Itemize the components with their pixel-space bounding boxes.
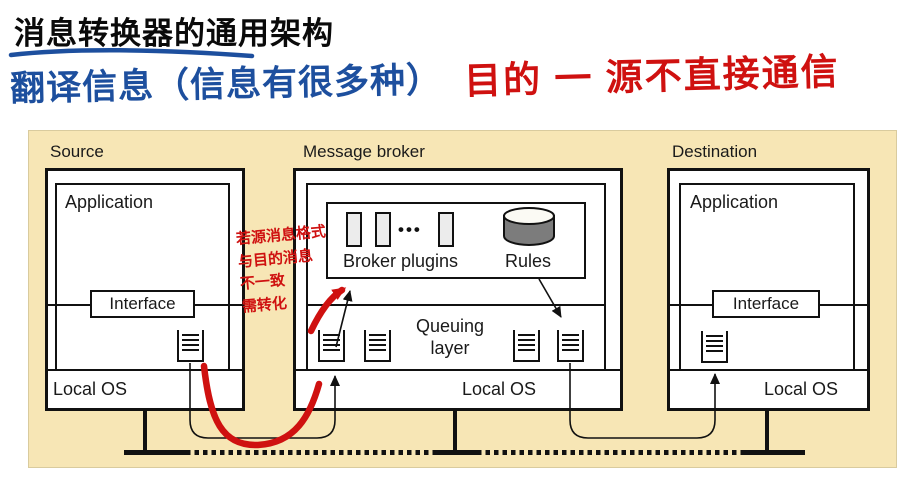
- handwritten-blue-note: 翻译信息（信息有很多种）: [9, 60, 443, 109]
- broker-os-line: [296, 369, 621, 371]
- queue-icon: [557, 330, 584, 362]
- queue-icon: [364, 330, 391, 362]
- plugin-slot-icon: [346, 212, 362, 247]
- destination-label: Destination: [672, 142, 758, 161]
- ellipsis-icon: •••: [398, 220, 422, 239]
- queuing-label-line1: Queuing: [415, 316, 485, 336]
- queuing-label-line2: layer: [430, 337, 470, 358]
- plugin-slot-icon: [438, 212, 454, 247]
- source-os-label: Local OS: [53, 379, 128, 399]
- destination-network-link: [765, 408, 769, 455]
- broker-queuing-label: Queuing layer: [393, 316, 507, 359]
- broker-plugins-label: Broker plugins: [343, 251, 459, 271]
- broker-network-link: [453, 408, 457, 455]
- destination-application-label: Application: [690, 192, 779, 212]
- source-application-label: Application: [65, 192, 154, 212]
- network-line: [745, 450, 805, 455]
- source-network-link: [143, 408, 147, 455]
- destination-os-line: [670, 369, 867, 371]
- network-line-dotted: [477, 450, 745, 455]
- broker-rules-label: Rules: [505, 251, 552, 271]
- database-cylinder-icon: [503, 207, 555, 246]
- handwritten-red-note: 目的 一 源不直接通信: [463, 51, 841, 102]
- destination-interface-box: Interface: [712, 290, 820, 318]
- page-title: 消息转换器的通用架构: [14, 16, 334, 52]
- handwritten-red-annotation: 若源消息格式 与目的消息 不一致 需转化: [235, 221, 333, 319]
- broker-label: Message broker: [303, 142, 425, 161]
- destination-os-label: Local OS: [764, 379, 839, 399]
- broker-queuing-line: [308, 304, 604, 306]
- source-label: Source: [50, 142, 104, 161]
- network-line: [433, 450, 477, 455]
- source-interface-box: Interface: [90, 290, 195, 318]
- source-os-line: [48, 369, 242, 371]
- queue-icon: [318, 330, 345, 362]
- queue-icon: [177, 330, 204, 362]
- plugin-slot-icon: [375, 212, 391, 247]
- network-line-dotted: [186, 450, 433, 455]
- network-line: [124, 450, 186, 455]
- queue-icon: [513, 330, 540, 362]
- broker-os-label: Local OS: [462, 379, 537, 399]
- queue-icon: [701, 331, 728, 363]
